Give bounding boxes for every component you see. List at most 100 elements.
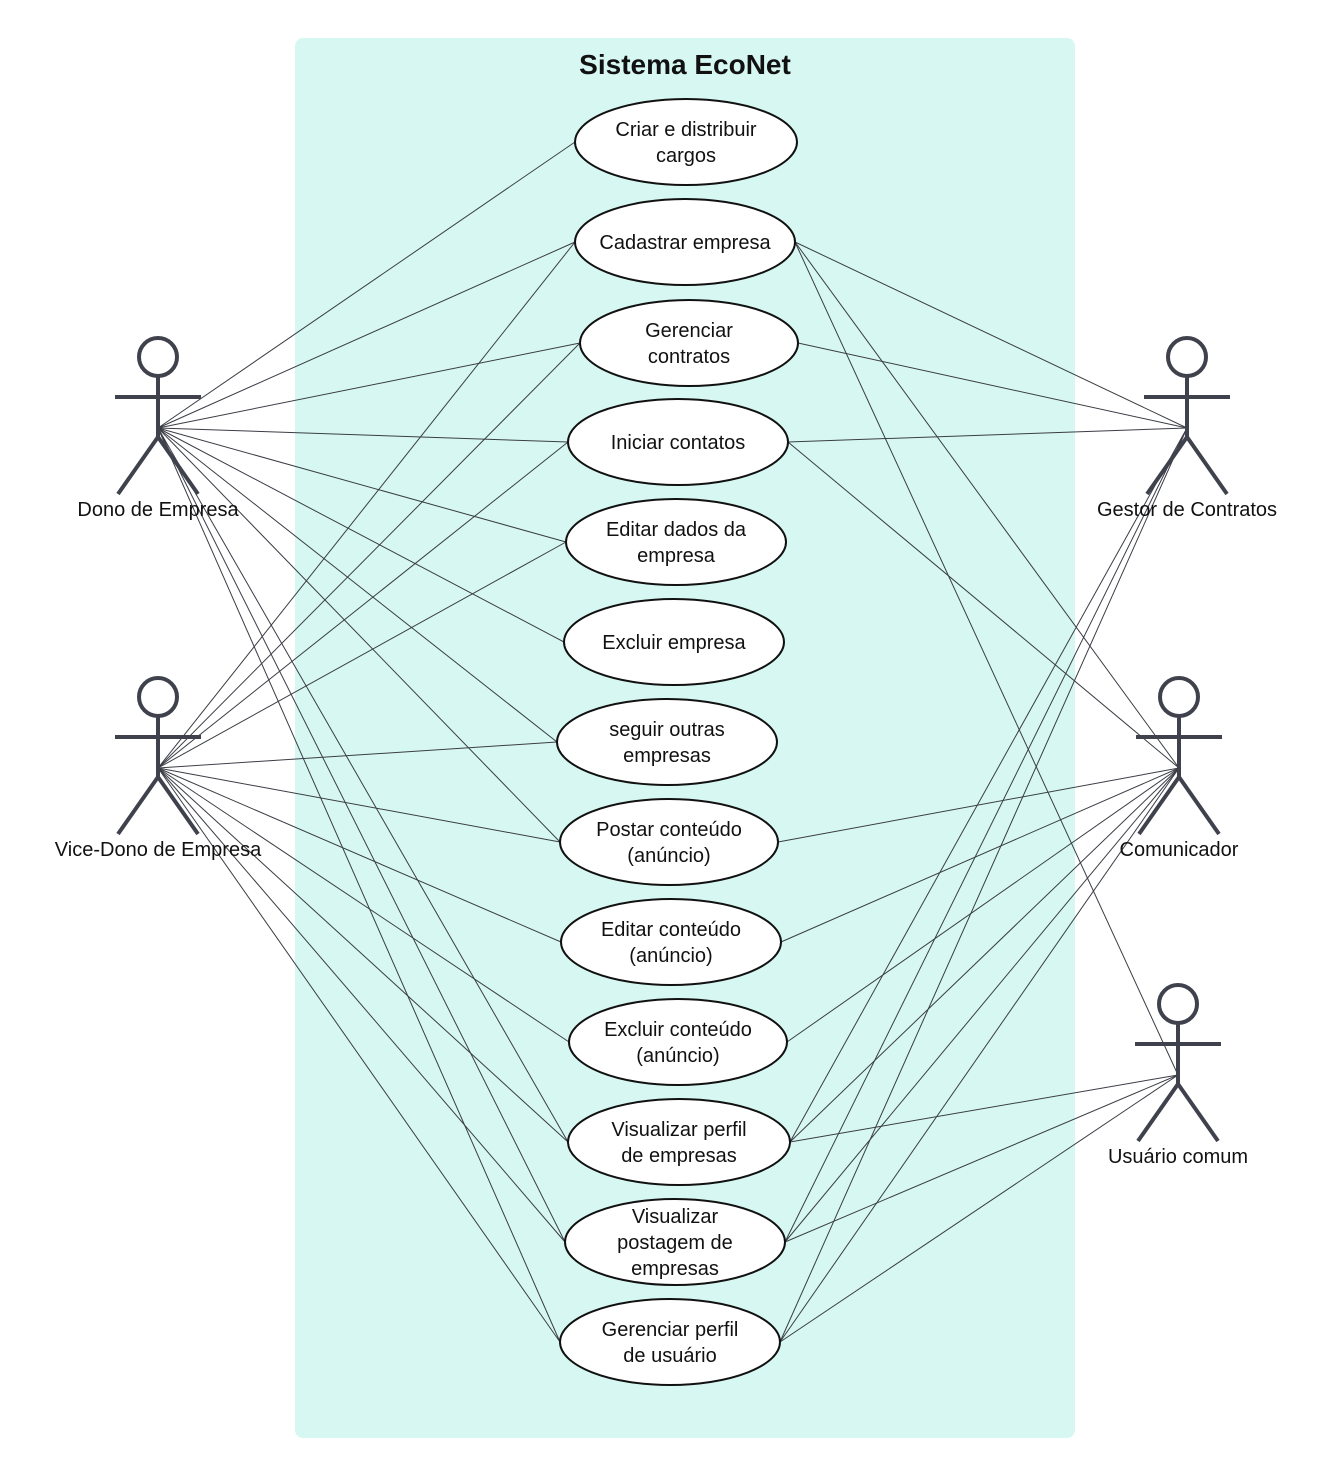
use-case-uc8: Postar conteúdo (anúncio) [559, 798, 779, 886]
association-line-gestor-uc13 [779, 427, 1188, 1343]
use-case-ellipse [567, 398, 789, 486]
actor-stick-figure-icon [1144, 336, 1230, 496]
actor-label: Usuário comum [1108, 1146, 1248, 1168]
use-case-label: Visualizar [632, 1206, 719, 1228]
association-line-comunicador-uc11 [789, 767, 1180, 1143]
use-case-label: Visualizar perfil [611, 1119, 746, 1141]
use-case-ellipse [568, 998, 788, 1086]
use-case-label: Editar conteúdo [601, 919, 741, 941]
use-case-label: Gerenciar perfil [602, 1319, 739, 1341]
use-case-uc3: Gerenciar contratos [579, 299, 799, 387]
use-case-uc4: Iniciar contatos [567, 398, 789, 486]
actor-stick-figure-icon [115, 336, 201, 496]
association-line-dono-uc2 [157, 241, 576, 429]
association-line-dono-uc1 [157, 141, 576, 429]
association-line-dono-uc11 [157, 427, 569, 1143]
actor-stick-figure-icon [1135, 983, 1221, 1143]
actor-label: Gestor de Contratos [1097, 499, 1277, 521]
use-case-ellipse [560, 898, 782, 986]
use-case-ellipse [567, 1098, 791, 1186]
association-line-dono-uc4 [157, 427, 569, 443]
use-case-label: de empresas [621, 1145, 737, 1167]
use-case-uc13: Gerenciar perfil de usuário [559, 1298, 781, 1386]
association-line-vice-uc9 [157, 767, 562, 943]
actor-vice: Vice-Dono de Empresa [55, 676, 262, 861]
association-line-gestor-uc12 [784, 427, 1188, 1243]
use-case-uc1: Criar e distribuir cargos [574, 98, 798, 186]
association-line-dono-uc13 [157, 427, 561, 1343]
use-case-label: empresas [631, 1258, 719, 1280]
use-case-uc12: Visualizar postagem de empresas [564, 1198, 786, 1286]
association-line-usuario-uc11 [789, 1074, 1179, 1143]
actor-label: Vice-Dono de Empresa [55, 839, 262, 861]
association-line-gestor-uc11 [789, 427, 1188, 1143]
use-case-uc9: Editar conteúdo(anúncio) [560, 898, 782, 986]
use-case-uc5: Editar dados da empresa [565, 498, 787, 586]
use-case-label: seguir outras [609, 719, 725, 741]
association-line-dono-uc3 [157, 342, 581, 429]
association-line-vice-uc8 [157, 767, 561, 843]
association-line-comunicador-uc13 [779, 767, 1180, 1343]
use-case-ellipse [574, 98, 798, 186]
use-case-uc7: seguir outras empresas [556, 698, 778, 786]
use-case-label: Iniciar contatos [611, 432, 746, 454]
use-case-label: (anúncio) [627, 845, 710, 867]
actor-stick-figure-icon [115, 676, 201, 836]
actor-gestor: Gestor de Contratos [1097, 336, 1277, 521]
use-case-uc11: Visualizar perfil de empresas [567, 1098, 791, 1186]
association-line-comunicador-uc8 [777, 767, 1180, 843]
use-case-label: Cadastrar empresa [599, 232, 771, 254]
association-line-comunicador-uc4 [787, 441, 1180, 769]
use-case-ellipse [563, 598, 785, 686]
association-line-gestor-uc2 [794, 241, 1188, 429]
use-case-label: Criar e distribuir [615, 119, 756, 141]
association-line-vice-uc10 [157, 767, 570, 1043]
use-case-uc2: Cadastrar empresa [574, 198, 796, 286]
association-line-dono-uc5 [157, 427, 567, 543]
use-case-label: Excluir conteúdo [604, 1019, 752, 1041]
association-line-comunicador-uc12 [784, 767, 1180, 1243]
association-line-vice-uc13 [157, 767, 561, 1343]
use-case-ellipse [559, 798, 779, 886]
association-line-dono-uc12 [157, 427, 566, 1243]
association-line-usuario-uc13 [779, 1074, 1179, 1343]
use-case-label: de usuário [623, 1345, 716, 1367]
system-title: Sistema EcoNet [579, 49, 791, 80]
association-line-vice-uc4 [157, 441, 569, 769]
use-case-ellipse [565, 498, 787, 586]
use-case-uc10: Excluir conteúdo(anúncio) [568, 998, 788, 1086]
use-case-label: empresa [637, 545, 716, 567]
association-line-vice-uc12 [157, 767, 566, 1243]
association-line-usuario-uc2 [794, 241, 1179, 1076]
use-case-label: contratos [648, 346, 730, 368]
association-line-gestor-uc4 [787, 427, 1188, 443]
use-case-label: Editar dados da [606, 519, 747, 541]
association-line-vice-uc5 [157, 541, 567, 769]
association-line-comunicador-uc2 [794, 241, 1180, 769]
use-case-label: Gerenciar [645, 320, 733, 342]
association-line-comunicador-uc9 [780, 767, 1180, 943]
use-case-ellipse [559, 1298, 781, 1386]
use-case-label: empresas [623, 745, 711, 767]
association-line-vice-uc11 [157, 767, 569, 1143]
use-case-label: Excluir empresa [602, 632, 746, 654]
use-case-ellipse [564, 1198, 786, 1286]
use-case-ellipse [579, 299, 799, 387]
use-case-label: cargos [656, 145, 716, 167]
use-case-ellipse [556, 698, 778, 786]
association-line-vice-uc7 [157, 741, 558, 769]
actor-label: Comunicador [1120, 839, 1239, 861]
association-line-usuario-uc12 [784, 1074, 1179, 1243]
association-line-dono-uc8 [157, 427, 561, 843]
association-line-gestor-uc3 [797, 342, 1188, 429]
association-line-vice-uc3 [157, 342, 581, 769]
actor-label: Dono de Empresa [77, 499, 239, 521]
association-line-vice-uc2 [157, 241, 576, 769]
use-case-label: Postar conteúdo [596, 819, 742, 841]
actor-usuario: Usuário comum [1108, 983, 1248, 1168]
use-case-label: postagem de [617, 1232, 733, 1254]
actor-comunicador: Comunicador [1120, 676, 1239, 861]
